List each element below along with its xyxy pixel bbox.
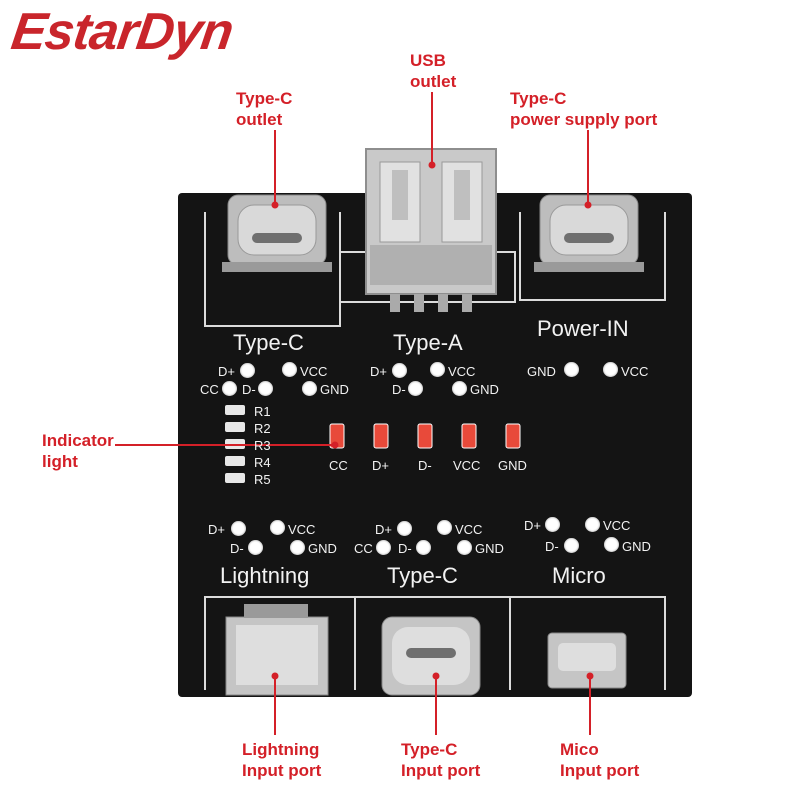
test-point bbox=[392, 363, 407, 378]
typec-power-connector bbox=[534, 194, 644, 272]
led-label: D- bbox=[418, 458, 432, 473]
callout-dots bbox=[271, 161, 594, 680]
pin-label: D+ bbox=[208, 522, 225, 537]
section-typec-bottom: Type-C bbox=[387, 563, 458, 588]
pin-label: GND bbox=[622, 539, 651, 554]
resistor-label: R2 bbox=[254, 421, 271, 436]
test-point bbox=[564, 362, 579, 377]
led-label: VCC bbox=[453, 458, 481, 473]
callout-lines bbox=[115, 92, 591, 735]
pin-label: VCC bbox=[448, 364, 476, 379]
callout-typec-power: Type-C power supply port bbox=[510, 88, 657, 130]
test-point bbox=[231, 521, 246, 536]
pin-label: VCC bbox=[288, 522, 316, 537]
test-point bbox=[585, 517, 600, 532]
pin-label: D+ bbox=[524, 518, 541, 533]
led-label: CC bbox=[329, 458, 348, 473]
micro-input-connector bbox=[547, 632, 627, 689]
resistor-label: R3 bbox=[254, 438, 271, 453]
typec-input-connector bbox=[381, 616, 481, 696]
pin-label: GND bbox=[320, 382, 349, 397]
test-point bbox=[397, 521, 412, 536]
resistor-label: R5 bbox=[254, 472, 271, 487]
callout-label: USB bbox=[410, 51, 446, 70]
test-point bbox=[437, 520, 452, 535]
callout-typec-input: Type-C Input port bbox=[401, 739, 480, 781]
test-point bbox=[416, 540, 431, 555]
section-micro: Micro bbox=[552, 563, 606, 588]
pin-label: D- bbox=[392, 382, 406, 397]
callout-label: Mico bbox=[560, 740, 599, 759]
test-point bbox=[603, 362, 618, 377]
callout-label: light bbox=[42, 452, 78, 471]
callout-label: Input port bbox=[560, 761, 640, 780]
test-point bbox=[258, 381, 273, 396]
typec-outlet-connector bbox=[222, 194, 332, 272]
pin-label: D+ bbox=[218, 364, 235, 379]
callout-label: Input port bbox=[242, 761, 322, 780]
test-point bbox=[270, 520, 285, 535]
frame-micro bbox=[510, 596, 666, 690]
callout-lightning-input: Lightning Input port bbox=[242, 739, 321, 781]
pin-label: VCC bbox=[300, 364, 328, 379]
pin-label: D+ bbox=[375, 522, 392, 537]
test-point bbox=[240, 363, 255, 378]
frame-power-in bbox=[519, 212, 666, 301]
pin-label: VCC bbox=[603, 518, 631, 533]
test-point bbox=[302, 381, 317, 396]
callout-label: outlet bbox=[236, 110, 283, 129]
callout-usb-outlet: USB outlet bbox=[410, 50, 456, 92]
lightning-input-connector bbox=[225, 604, 329, 696]
pin-label: GND bbox=[475, 541, 504, 556]
pin-label: VCC bbox=[621, 364, 649, 379]
callout-typec-outlet: Type-C outlet bbox=[236, 88, 292, 130]
usb-typea-connector bbox=[365, 148, 497, 312]
callout-label: outlet bbox=[410, 72, 457, 91]
pin-label: D- bbox=[398, 541, 412, 556]
test-point bbox=[290, 540, 305, 555]
pin-label: CC bbox=[200, 382, 219, 397]
pin-label: D- bbox=[545, 539, 559, 554]
callout-label: Indicator bbox=[42, 431, 114, 450]
test-point bbox=[604, 537, 619, 552]
pin-label: GND bbox=[470, 382, 499, 397]
callout-label: Lightning bbox=[242, 740, 320, 759]
test-point bbox=[408, 381, 423, 396]
test-point bbox=[545, 517, 560, 532]
test-point bbox=[457, 540, 472, 555]
section-typea: Type-A bbox=[393, 330, 463, 355]
pin-label: D+ bbox=[370, 364, 387, 379]
test-point bbox=[564, 538, 579, 553]
pin-label: GND bbox=[308, 541, 337, 556]
resistor-pads bbox=[225, 405, 245, 483]
resistor-label: R4 bbox=[254, 455, 271, 470]
pin-label: D- bbox=[242, 382, 256, 397]
test-point bbox=[282, 362, 297, 377]
callout-label: Type-C bbox=[236, 89, 293, 108]
callout-label: Input port bbox=[401, 761, 481, 780]
callout-indicator: Indicator light bbox=[42, 430, 114, 472]
callout-label: Type-C bbox=[510, 89, 567, 108]
section-lightning: Lightning bbox=[220, 563, 310, 588]
pin-label: CC bbox=[354, 541, 373, 556]
callout-mico-input: Mico Input port bbox=[560, 739, 639, 781]
section-power-in: Power-IN bbox=[537, 316, 629, 341]
section-typec-top: Type-C bbox=[233, 330, 304, 355]
pin-label: D- bbox=[230, 541, 244, 556]
test-point bbox=[376, 540, 391, 555]
resistor-label: R1 bbox=[254, 404, 271, 419]
test-point bbox=[430, 362, 445, 377]
led-label: GND bbox=[498, 458, 527, 473]
led-indicators bbox=[329, 423, 521, 449]
pin-label: VCC bbox=[455, 522, 483, 537]
callout-label: Type-C bbox=[401, 740, 458, 759]
frame-lightning bbox=[204, 596, 356, 690]
test-point bbox=[248, 540, 263, 555]
pin-label: GND bbox=[527, 364, 556, 379]
test-point bbox=[452, 381, 467, 396]
led-label: D+ bbox=[372, 458, 389, 473]
test-point bbox=[222, 381, 237, 396]
callout-label: power supply port bbox=[510, 110, 658, 129]
